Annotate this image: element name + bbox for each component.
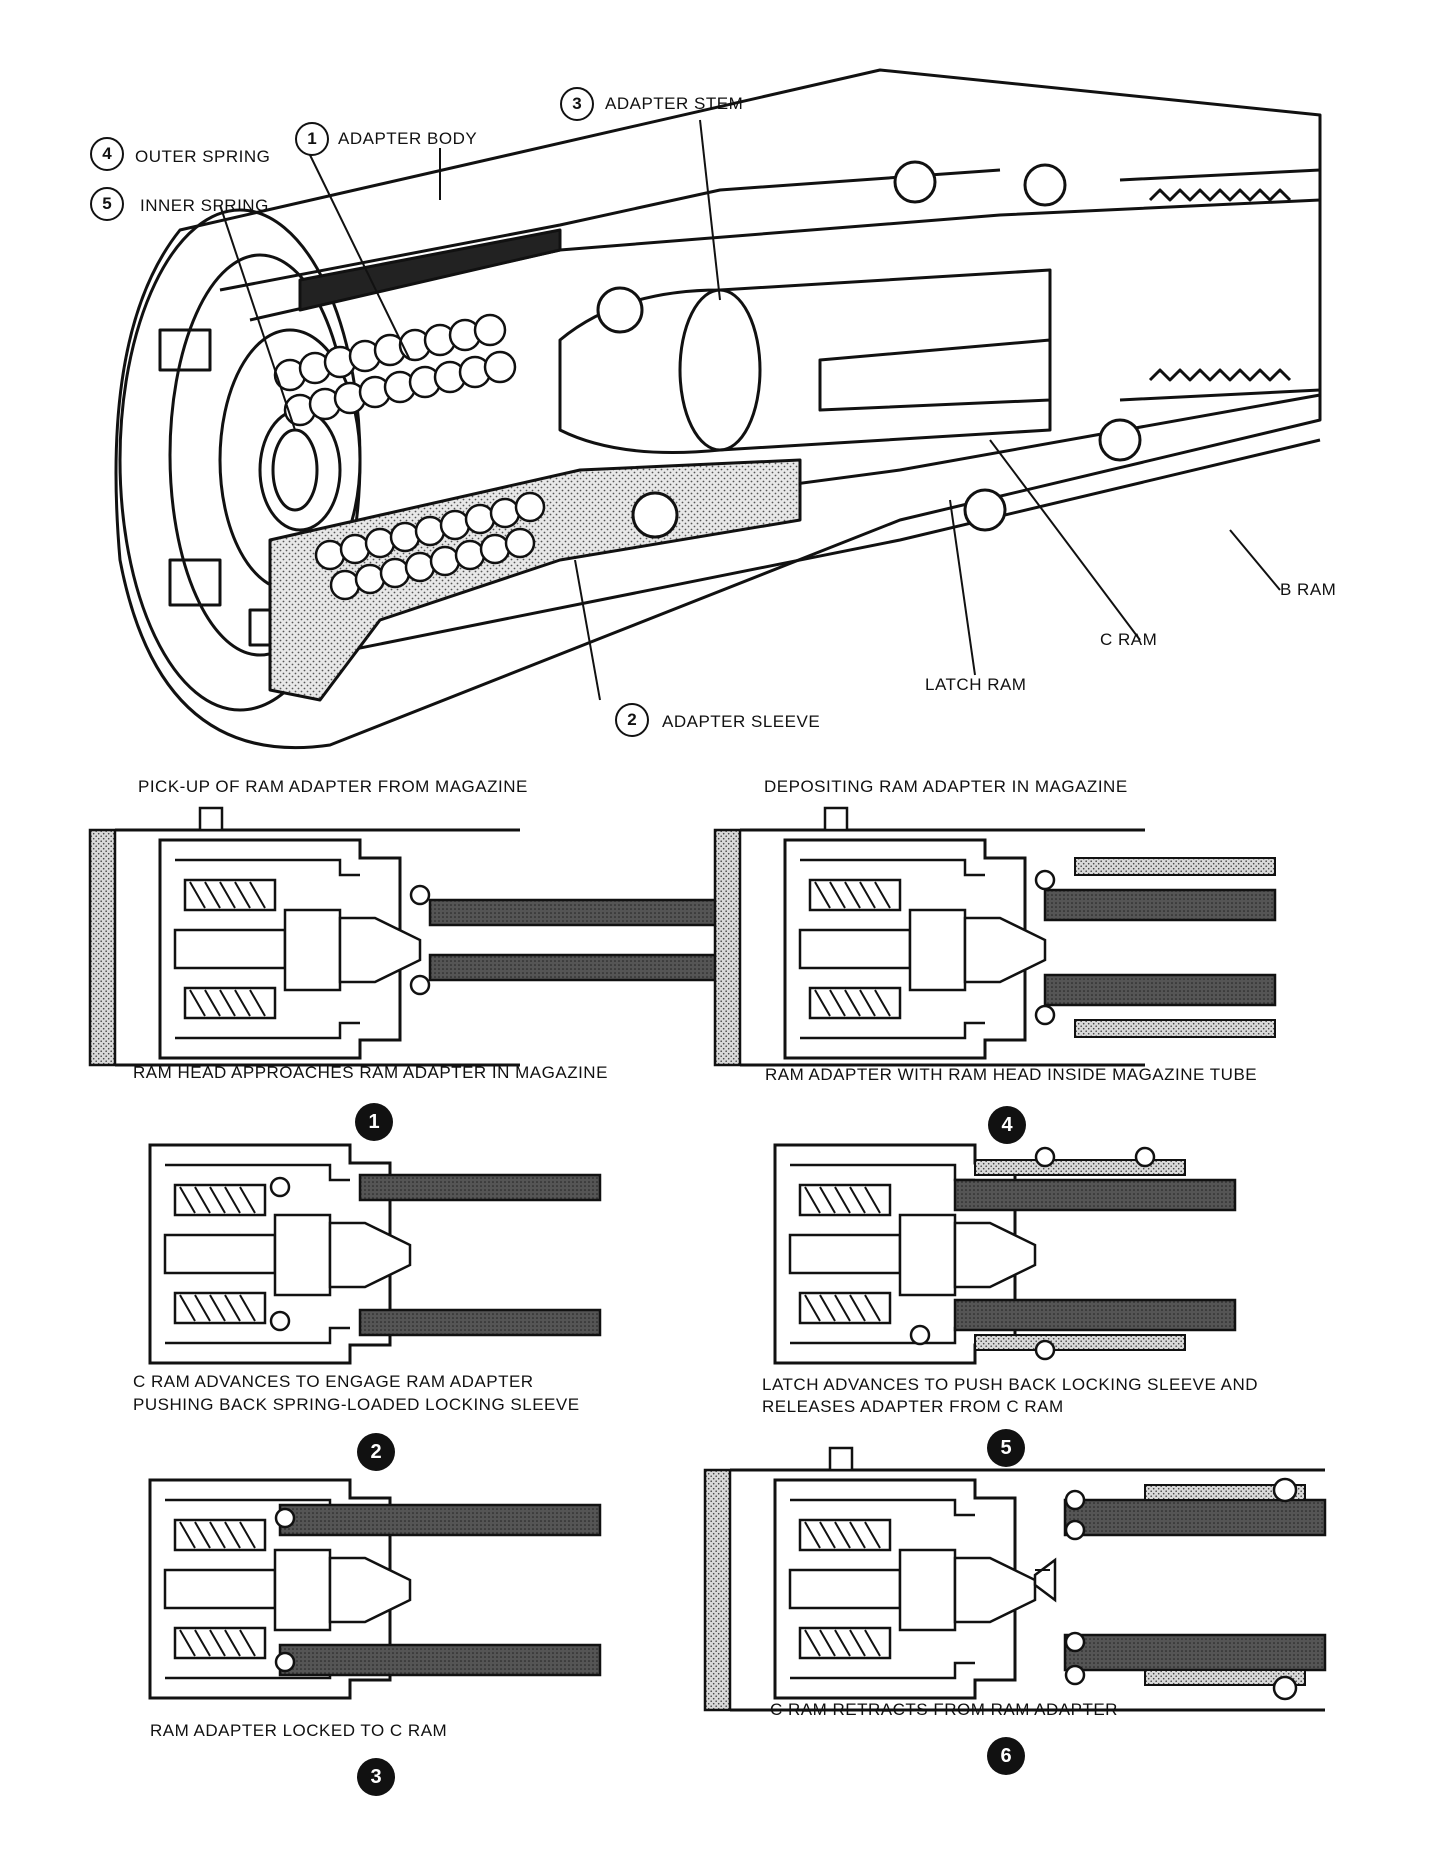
label-outer-spring: OUTER SPRING bbox=[135, 147, 271, 166]
label-inner-spring: INNER SPRING bbox=[140, 196, 269, 215]
step-4-badge: 4 bbox=[988, 1106, 1026, 1144]
step-4-caption: RAM ADAPTER WITH RAM HEAD INSIDE MAGAZIN… bbox=[765, 1065, 1258, 1084]
step-1-caption: RAM HEAD APPROACHES RAM ADAPTER IN MAGAZ… bbox=[133, 1063, 608, 1082]
step-3-badge: 3 bbox=[357, 1758, 395, 1796]
callout-badge-adapter-sleeve: 2 bbox=[615, 703, 649, 737]
step-2-badge: 2 bbox=[357, 1433, 395, 1471]
step-3-caption: RAM ADAPTER LOCKED TO C RAM bbox=[150, 1721, 448, 1740]
step-1-badge: 1 bbox=[355, 1103, 393, 1141]
label-adapter-sleeve: ADAPTER SLEEVE bbox=[662, 712, 821, 731]
label-c-ram: C RAM bbox=[1100, 630, 1158, 649]
adapter-cutaway-drawing bbox=[114, 68, 1322, 750]
callout-badge-inner-spring: 5 bbox=[90, 187, 124, 221]
label-latch-ram: LATCH RAM bbox=[925, 675, 1027, 694]
step-5-badge: 5 bbox=[987, 1429, 1025, 1467]
label-b-ram: B RAM bbox=[1280, 580, 1337, 599]
label-adapter-body: ADAPTER BODY bbox=[338, 129, 478, 148]
callout-badge-adapter-stem: 3 bbox=[560, 87, 594, 121]
step-6-caption: C RAM RETRACTS FROM RAM ADAPTER bbox=[770, 1700, 1118, 1719]
step-5-caption-line-1: LATCH ADVANCES TO PUSH BACK LOCKING SLEE… bbox=[762, 1375, 1258, 1394]
step-2-caption-line-2: PUSHING BACK SPRING-LOADED LOCKING SLEEV… bbox=[133, 1395, 580, 1414]
step-2-caption-line-1: C RAM ADVANCES TO ENGAGE RAM ADAPTER bbox=[133, 1372, 534, 1391]
callout-badge-adapter-body: 1 bbox=[295, 122, 329, 156]
step-6-badge: 6 bbox=[987, 1737, 1025, 1775]
step-5-caption-line-2: RELEASES ADAPTER FROM C RAM bbox=[762, 1397, 1064, 1416]
label-adapter-stem: ADAPTER STEM bbox=[605, 94, 744, 113]
section-title-depositing: DEPOSITING RAM ADAPTER IN MAGAZINE bbox=[764, 777, 1128, 796]
callout-badge-outer-spring: 4 bbox=[90, 137, 124, 171]
section-title-pickup: PICK-UP OF RAM ADAPTER FROM MAGAZINE bbox=[138, 777, 528, 796]
